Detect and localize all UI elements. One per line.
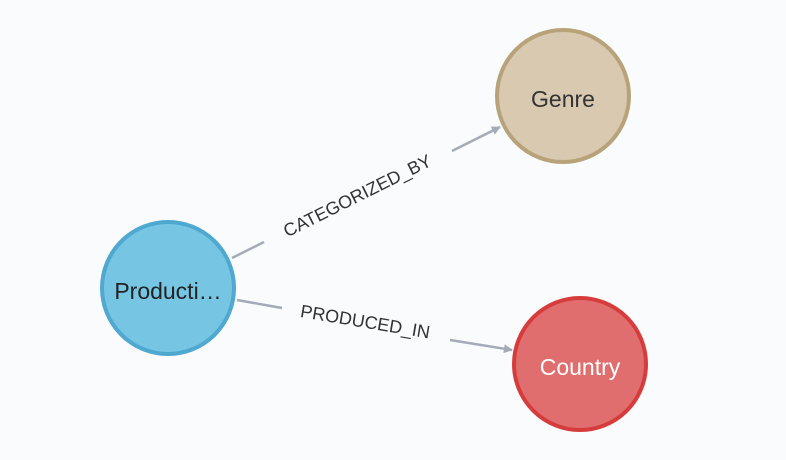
node-country[interactable]: Country — [512, 296, 648, 432]
relationship-label-produced-in: PRODUCED_IN — [299, 301, 432, 343]
node-genre[interactable]: Genre — [495, 28, 631, 164]
relationship-label-categorized-by: CATEGORIZED_BY — [280, 151, 435, 242]
edge-line-segment-arrow — [451, 125, 501, 153]
edge-line-segment — [236, 298, 283, 310]
relationship-categorized-by[interactable]: CATEGORIZED_BY — [231, 125, 501, 260]
edge-line-segment-arrow — [449, 338, 513, 354]
node-country-circle — [512, 296, 648, 432]
node-production[interactable]: Producti… — [100, 220, 236, 356]
node-genre-label: Genre — [531, 86, 595, 112]
relationship-produced-in[interactable]: PRODUCED_IN — [236, 298, 513, 354]
edge-line-segment — [231, 240, 265, 260]
node-genre-circle — [495, 28, 631, 164]
node-country-label: Country — [540, 354, 621, 380]
node-production-circle — [100, 220, 236, 356]
node-production-label: Producti… — [114, 278, 221, 304]
